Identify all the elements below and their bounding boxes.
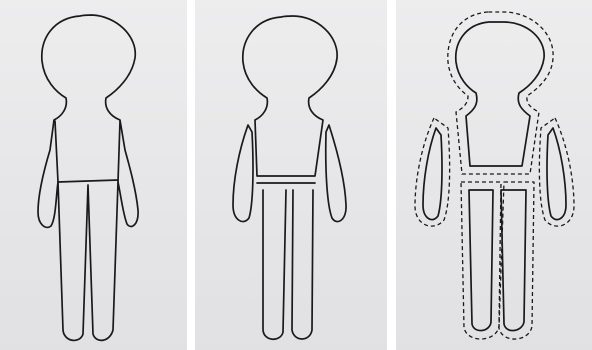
shoulder-right-line <box>117 120 121 183</box>
arm-right-piece <box>324 124 347 223</box>
leg-right-cut-line <box>498 181 535 340</box>
panel-doll-outline <box>0 0 187 350</box>
leg-left-piece <box>468 189 494 332</box>
shoulder-left-line <box>54 120 59 183</box>
waist-line <box>57 179 119 183</box>
head-torso-piece <box>242 15 338 177</box>
arm-right-piece <box>546 127 567 221</box>
panel-doll-seam-allowance <box>396 0 592 350</box>
doll-body-outline <box>37 14 139 342</box>
doll-outline-drawing <box>37 14 139 342</box>
leg-left-cut-line <box>460 181 502 340</box>
doll-pieces-drawing <box>232 15 347 341</box>
head-torso-piece <box>454 21 545 167</box>
leg-right-piece <box>500 189 527 332</box>
arm-right-cut-line <box>538 117 575 227</box>
head-torso-cut-line <box>447 11 554 175</box>
arm-left-piece <box>422 127 443 221</box>
arm-left-cut-line <box>414 117 451 227</box>
doll-seam-drawing <box>414 11 575 340</box>
leg-right-piece <box>291 189 314 340</box>
panel-doll-pieces <box>195 0 387 350</box>
leg-left-piece <box>262 189 287 341</box>
arm-left-piece <box>232 124 254 223</box>
